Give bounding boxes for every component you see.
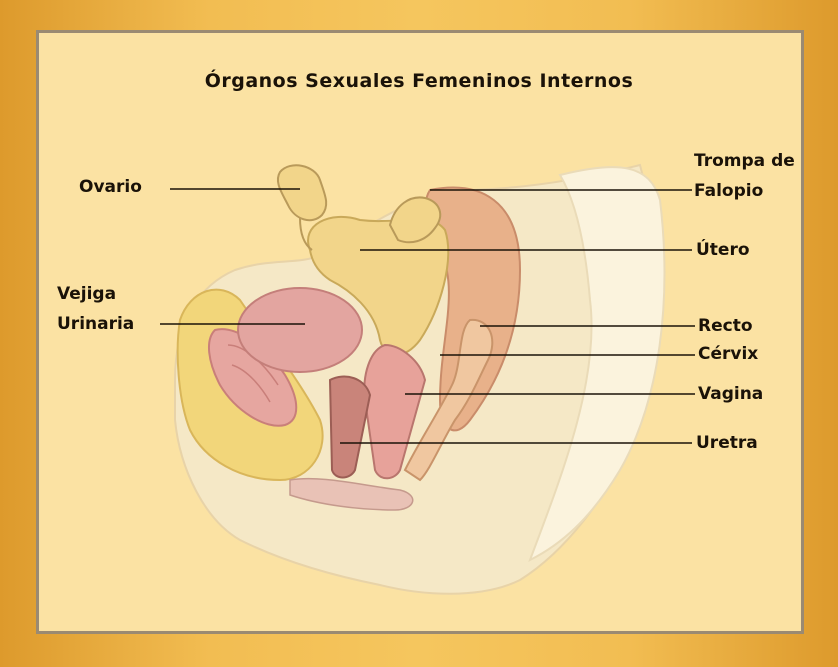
label-vagina: Vagina <box>698 383 763 405</box>
ovary-shape <box>278 165 326 220</box>
label-uretra: Uretra <box>696 432 758 454</box>
label-utero: Útero <box>696 239 750 261</box>
label-vejiga-line1: Vejiga <box>57 283 116 305</box>
diagram-title: Órganos Sexuales Femeninos Internos <box>0 70 838 92</box>
bladder-shape <box>238 288 362 372</box>
label-recto: Recto <box>698 315 753 337</box>
label-trompa-line1: Trompa de <box>694 150 795 172</box>
label-vejiga-line2: Urinaria <box>57 313 134 335</box>
label-trompa-line2: Falopio <box>694 180 763 202</box>
label-ovario: Ovario <box>79 176 142 198</box>
label-cervix: Cérvix <box>698 343 758 365</box>
